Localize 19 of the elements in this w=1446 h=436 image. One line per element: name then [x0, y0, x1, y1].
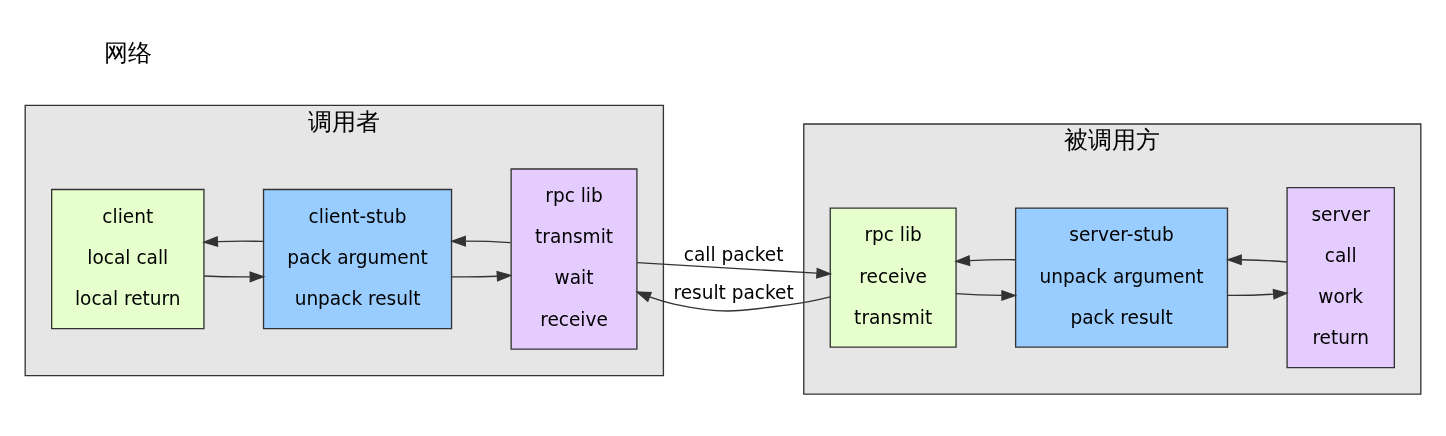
arrow: [1225, 254, 1288, 266]
arrow: [450, 235, 512, 247]
arrow: [635, 291, 831, 312]
arrow: [202, 236, 265, 248]
node-box: client-stub pack argument unpack result: [262, 188, 453, 330]
arrow: [954, 255, 1016, 267]
node-box: rpc lib receive transmit: [829, 207, 957, 348]
node-box: server-stub unpack argument pack result: [1014, 207, 1229, 348]
arrow: [1227, 288, 1289, 300]
arrow: [451, 270, 513, 282]
arrow: [203, 271, 266, 283]
node-box: rpc lib transmit wait receive: [510, 168, 638, 350]
node-box: server call work return: [1286, 186, 1395, 369]
edge-label: call packet: [683, 243, 784, 265]
node-box: client local call local return: [51, 188, 205, 330]
label: 网络: [103, 38, 152, 67]
arrow: [955, 289, 1018, 301]
edge-label: result packet: [673, 282, 794, 304]
arrow: [636, 262, 833, 279]
